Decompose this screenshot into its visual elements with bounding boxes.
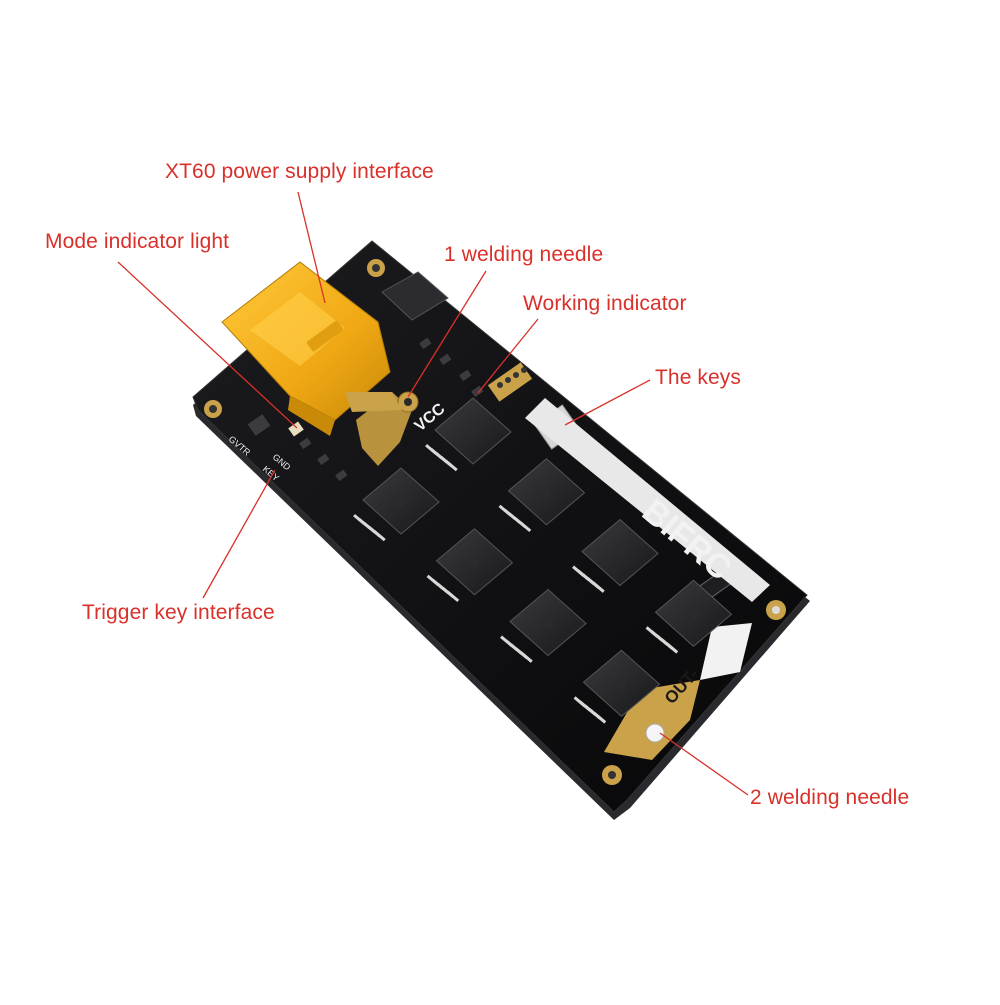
mosfet-mark: [616, 679, 627, 690]
mosfet-pin: [373, 530, 386, 542]
mosfet-pin: [445, 460, 458, 472]
callout-needle1: 1 welding needle: [444, 243, 604, 266]
leader-keys: [564, 379, 651, 426]
callout-keys: The keys: [655, 366, 741, 389]
mosfet-pin: [446, 590, 460, 603]
mosfet-mark: [688, 609, 699, 620]
mosfet-mark: [541, 487, 552, 498]
mosfet-pin: [593, 712, 607, 724]
mosfet-pin: [592, 581, 605, 593]
working-indicator-led: [487, 362, 533, 402]
leader-working: [477, 318, 539, 394]
smd-components: [247, 337, 739, 601]
callout-xt60: XT60 power supply interface: [165, 160, 434, 183]
callout-trigger: Trigger key interface: [82, 601, 275, 624]
leader-mode-light: [117, 261, 298, 429]
mosfet-mark: [469, 557, 480, 568]
mosfet-mark: [543, 618, 553, 629]
silkscreen-bar: [525, 398, 770, 602]
mode-indicator-led: [288, 421, 304, 437]
mosfet-pin: [518, 520, 532, 533]
mosfet-pin: [665, 642, 679, 654]
needle2-pad: [645, 723, 665, 743]
leader-lines: [117, 191, 749, 796]
mosfet-mark: [396, 497, 406, 507]
callout-working-indicator: Working indicator: [523, 292, 687, 315]
mounting-holes: [204, 259, 786, 785]
mosfet-mark: [615, 548, 625, 559]
callout-needle2: 2 welding needle: [750, 786, 910, 809]
out-pad: [604, 680, 700, 760]
callout-mode-indicator: Mode indicator light: [45, 230, 230, 253]
mosfet-array: [353, 397, 733, 724]
leader-xt60: [297, 191, 326, 304]
leader-needle1: [407, 270, 487, 398]
mosfet-pin: [520, 651, 533, 663]
xt60-connector: [221, 261, 402, 436]
leader-needle2: [659, 732, 749, 796]
leader-trigger: [202, 469, 276, 599]
mosfet-mark: [468, 427, 478, 437]
regulator-chip: [381, 271, 449, 321]
out-pad-white: [700, 623, 752, 680]
